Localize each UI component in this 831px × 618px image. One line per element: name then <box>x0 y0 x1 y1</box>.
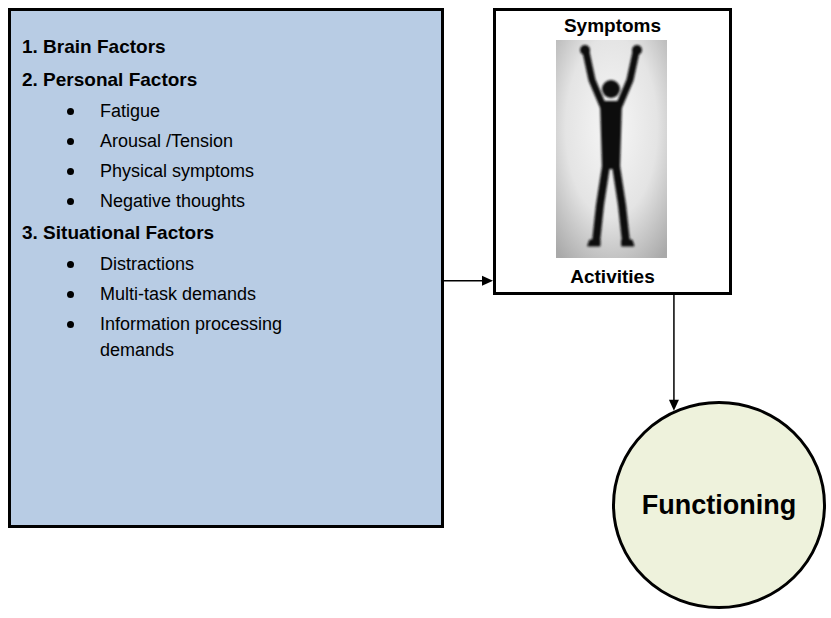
factor-heading: 2. Personal Factors <box>22 69 197 91</box>
arrowhead <box>669 400 679 411</box>
ellipse-label: Functioning <box>642 489 796 521</box>
arrowhead <box>482 276 493 286</box>
factor-item: Fatigue <box>100 98 285 124</box>
bullet-dot <box>67 198 74 205</box>
bullet-dot <box>67 168 74 175</box>
box-footer: Activities <box>496 266 729 288</box>
bullet-dot <box>67 261 74 268</box>
factor-item: Information processing demands <box>100 311 285 363</box>
factors-box: 1. Brain Factors 2. Personal FactorsFatig… <box>8 8 444 528</box>
bullet-dot <box>67 321 74 328</box>
factor-item: Distractions <box>100 251 285 277</box>
connector-arrow <box>669 295 679 411</box>
factor-item: Negative thoughts <box>100 188 285 214</box>
connector-line <box>444 280 485 282</box>
factor-item: Multi-task demands <box>100 281 285 307</box>
factor-heading: 1. Brain Factors <box>22 36 166 58</box>
bullet-dot <box>67 108 74 115</box>
bullet-dot <box>67 138 74 145</box>
person-illustration <box>556 40 667 258</box>
factor-item: Physical symptoms <box>100 158 285 184</box>
symptoms-activities-box: SymptomsActivities <box>493 8 732 295</box>
box-heading: Symptoms <box>496 15 729 37</box>
bullet-dot <box>67 291 74 298</box>
functioning-ellipse: Functioning <box>612 401 826 609</box>
factor-heading: 3. Situational Factors <box>22 222 214 244</box>
connector-arrow <box>444 276 493 286</box>
factor-item: Arousal /Tension <box>100 128 285 154</box>
connector-line <box>673 295 675 403</box>
